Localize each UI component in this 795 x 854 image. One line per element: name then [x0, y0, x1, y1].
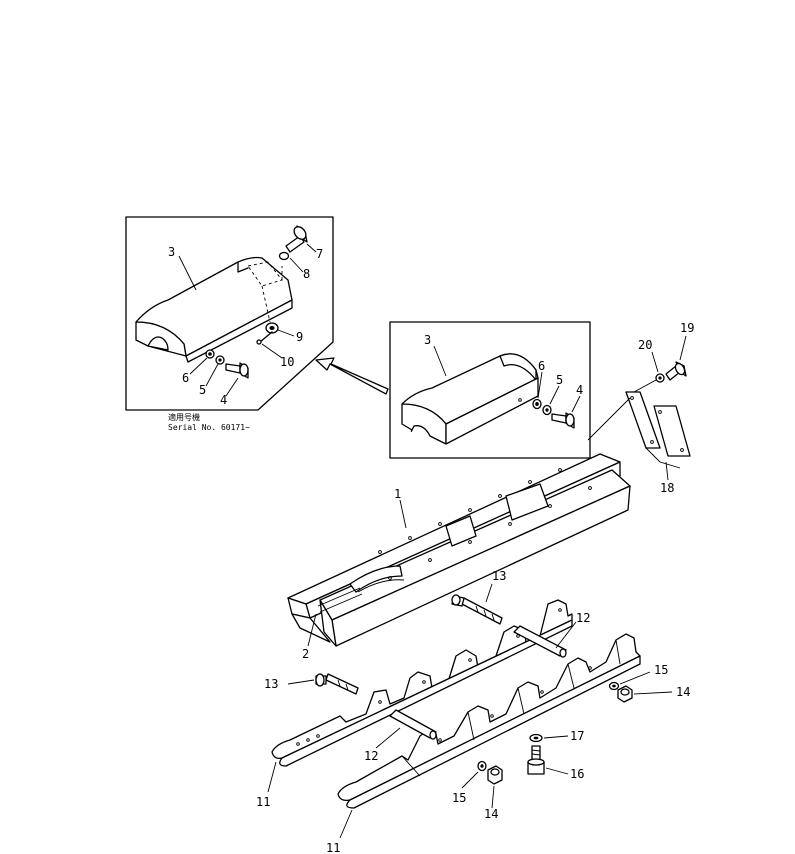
callout-main-16: 16	[570, 767, 584, 781]
inset1-washer-part-6	[205, 349, 215, 359]
callout-inset1-8: 8	[303, 267, 310, 281]
inset-box-serial	[125, 216, 334, 411]
callout-main-2: 2	[302, 647, 309, 661]
callout-inset1-5: 5	[199, 383, 206, 397]
callout-inset2-6: 6	[538, 359, 545, 373]
callout-main-11a: 11	[256, 795, 270, 809]
inset2-bolt-part-4	[551, 412, 575, 429]
callout-main-20: 20	[638, 338, 652, 352]
inset1-bolt-part-4	[225, 362, 249, 379]
callout-inset2-5: 5	[556, 373, 563, 387]
serial-note-jp: 適用号機	[168, 412, 200, 422]
callout-inset1-4: 4	[220, 393, 227, 407]
inset2-leaders	[433, 345, 581, 413]
pointer-arrow	[315, 357, 389, 395]
bolt-part-19	[665, 361, 687, 381]
callout-inset2-3: 3	[424, 333, 431, 347]
plate-part-18	[625, 391, 691, 469]
callout-main-1: 1	[394, 487, 401, 501]
callout-main-17: 17	[570, 729, 584, 743]
callout-main-11b: 11	[326, 841, 340, 854]
callout-labels: 3 7 8 9 10 6 5 4 3 6 5 4 19 20 18 1 2 13…	[168, 245, 694, 854]
callout-main-12a: 12	[576, 611, 590, 625]
callout-main-15b: 15	[452, 791, 466, 805]
inset1-washer-part-9	[265, 322, 279, 334]
nut-part-14-lower	[487, 765, 503, 785]
callout-main-14a: 14	[676, 685, 690, 699]
inset2-washer-part-5	[542, 404, 552, 416]
washer-part-20	[655, 373, 665, 383]
washer-part-15-right	[608, 681, 620, 691]
callout-main-18: 18	[660, 481, 674, 495]
inset2-washer-part-6	[532, 398, 542, 410]
main-lower-leaders	[267, 583, 673, 839]
inset1-washer-part-5	[215, 355, 225, 365]
callout-inset2-4: 4	[576, 383, 583, 397]
spacer-part-12-lower	[389, 709, 437, 740]
callout-inset1-9: 9	[296, 330, 303, 344]
inset1-cover-part-3	[135, 256, 293, 363]
callout-inset1-6: 6	[182, 371, 189, 385]
washer-part-15-lower	[477, 760, 487, 772]
track-guide-part-11-upper	[271, 599, 573, 767]
track-guide-part-11-lower	[337, 633, 641, 809]
inset1-washer-part-8	[278, 251, 290, 261]
washer-part-17	[529, 733, 543, 743]
callout-main-19: 19	[680, 321, 694, 335]
inset2-cover-part-3	[401, 353, 539, 445]
bolt-part-13-upper	[451, 594, 503, 625]
inset1-pin-part-10	[256, 331, 273, 345]
serial-note-number: Serial No. 60171~	[168, 423, 250, 432]
inset1-bolt-part-7	[285, 225, 308, 253]
main-upper-leaders	[307, 335, 687, 647]
callout-main-14b: 14	[484, 807, 498, 821]
callout-main-15a: 15	[654, 663, 668, 677]
callout-main-12b: 12	[364, 749, 378, 763]
spacer-part-12-upper	[513, 625, 567, 658]
inset1-leaders	[178, 243, 317, 397]
callout-main-13a: 13	[492, 569, 506, 583]
frame-part-1	[287, 453, 631, 647]
bolt-part-13-lower	[315, 673, 359, 695]
callout-inset1-3: 3	[168, 245, 175, 259]
callout-inset1-7: 7	[316, 247, 323, 261]
nut-part-14-right	[617, 685, 633, 703]
callout-inset1-10: 10	[280, 355, 294, 369]
bolt-part-16	[527, 745, 545, 775]
callout-main-13b: 13	[264, 677, 278, 691]
